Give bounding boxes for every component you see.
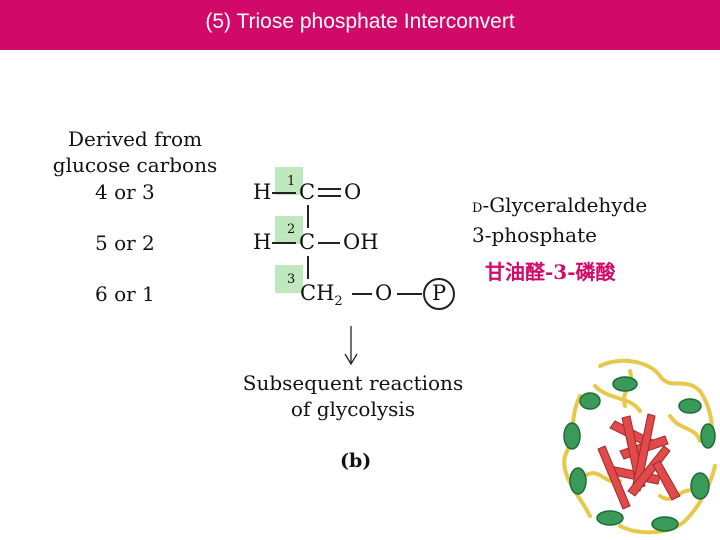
atom-c2: C <box>299 230 316 254</box>
protein-beta-sheets <box>597 413 681 510</box>
carbon-number-1: 1 <box>287 174 296 189</box>
protein-helices <box>563 376 716 532</box>
compound-name-prefix: D <box>472 201 483 216</box>
atom-ch2: CH2 <box>300 281 343 309</box>
carbon-number-box-1 <box>275 167 303 195</box>
compound-name-line2: 3-phosphate <box>472 223 597 247</box>
atom-o1: O <box>344 180 362 204</box>
atom-h2: H <box>253 230 272 254</box>
atom-ch2-subscript: 2 <box>334 294 343 310</box>
panel-label: (b) <box>340 450 372 472</box>
compound-name: D-Glyceraldehyde 3-phosphate <box>472 192 647 248</box>
carbon-label-1: 4 or 3 <box>95 180 155 204</box>
derived-heading: Derived from glucose carbons <box>40 126 230 178</box>
derived-heading-line2: glucose carbons <box>52 153 218 177</box>
carbon-number-box-2 <box>275 216 303 244</box>
atom-h1: H <box>253 180 272 204</box>
phosphate-circle <box>423 278 455 310</box>
title-bar <box>0 0 720 50</box>
compound-name-line1: D-Glyceraldehyde <box>472 192 647 222</box>
compound-name-text: -Glyceraldehyde <box>482 193 648 217</box>
subsequent-reactions-label: Subsequent reactions of glycolysis <box>226 370 480 422</box>
slide-title: (5) Triose phosphate Interconvert <box>205 10 515 33</box>
atom-ch2-text: CH <box>300 281 335 305</box>
reaction-arrow-head <box>344 353 358 366</box>
carbon-number-box-3 <box>275 265 303 293</box>
derived-heading-line1: Derived from <box>67 127 203 151</box>
atom-c1: C <box>299 180 316 204</box>
atom-oh2: OH <box>343 230 379 254</box>
atom-phosphate: P <box>432 281 447 305</box>
protein-structure-image <box>562 358 717 535</box>
carbon-label-3: 6 or 1 <box>95 282 155 306</box>
carbon-number-3: 3 <box>287 272 296 287</box>
chinese-name: 甘油醛-3-磷酸 <box>485 260 616 284</box>
subsequent-line1: Subsequent reactions <box>242 371 464 395</box>
carbon-label-2: 5 or 2 <box>95 231 155 255</box>
subsequent-line2: of glycolysis <box>290 397 416 421</box>
atom-o3: O <box>375 281 393 305</box>
carbon-number-2: 2 <box>287 222 296 237</box>
